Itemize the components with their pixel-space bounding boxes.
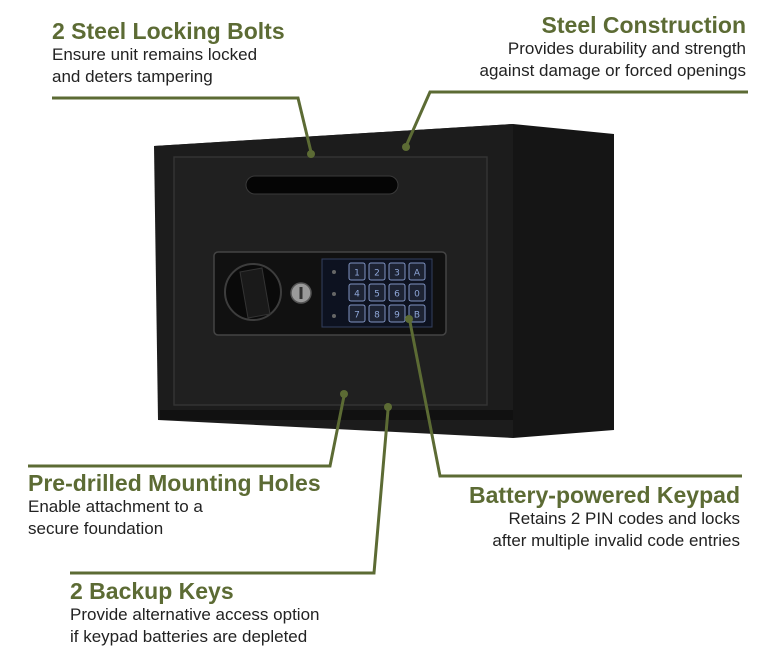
keypad-key[interactable] bbox=[368, 283, 386, 302]
leader-dot-keys bbox=[384, 403, 392, 411]
handle-grip bbox=[239, 267, 271, 319]
leader-bolts bbox=[52, 96, 313, 153]
keypad-key[interactable] bbox=[408, 304, 426, 323]
keypad-key[interactable] bbox=[368, 304, 386, 323]
keypad-key-label: A bbox=[414, 269, 421, 279]
callout-title: Steel Construction bbox=[541, 12, 746, 38]
leader-dot-holes bbox=[340, 390, 348, 398]
callout-text: against damage or forced openings bbox=[479, 61, 746, 80]
callout-backup-keys: 2 Backup Keys Provide alternative access… bbox=[70, 578, 319, 648]
leader-dot-bolts bbox=[307, 150, 315, 158]
key-lock-slot bbox=[299, 287, 303, 299]
leader-keypad bbox=[408, 321, 742, 478]
keypad-key[interactable] bbox=[388, 262, 406, 281]
callout-text: Provides durability and strength bbox=[507, 39, 746, 58]
safe-side-panel bbox=[487, 124, 614, 438]
indicator-light-1 bbox=[332, 270, 336, 274]
safe-base bbox=[160, 410, 513, 420]
keypad-key-label: 8 bbox=[374, 311, 380, 321]
callout-text: after multiple invalid code entries bbox=[492, 531, 740, 550]
indicator-light-3 bbox=[332, 314, 336, 318]
callout-battery-keypad: Battery-powered Keypad Retains 2 PIN cod… bbox=[469, 482, 740, 552]
keypad-key[interactable] bbox=[388, 283, 406, 302]
callout-text: Retains 2 PIN codes and locks bbox=[508, 509, 740, 528]
keypad-key-label: 7 bbox=[354, 311, 360, 321]
keypad-key[interactable] bbox=[388, 304, 406, 323]
callout-text: secure foundation bbox=[28, 519, 164, 538]
leader-lines bbox=[28, 90, 748, 575]
callout-title: 2 Backup Keys bbox=[70, 578, 234, 604]
leader-dot-keypad bbox=[405, 315, 413, 323]
deposit-slot bbox=[245, 175, 399, 195]
keypad-key-label: 0 bbox=[414, 290, 420, 300]
keypad-key[interactable] bbox=[408, 283, 426, 302]
leader-dot-steel bbox=[402, 143, 410, 151]
keypad-key-label: 9 bbox=[394, 311, 400, 321]
keypad-key[interactable] bbox=[348, 262, 366, 281]
indicator-light-2 bbox=[332, 292, 336, 296]
keypad-key[interactable] bbox=[408, 262, 426, 281]
callout-text: if keypad batteries are depleted bbox=[70, 627, 308, 646]
callout-title: 2 Steel Locking Bolts bbox=[52, 18, 285, 44]
callout-text: Ensure unit remains locked bbox=[52, 45, 258, 64]
callout-mounting-holes: Pre-drilled Mounting Holes Enable attach… bbox=[28, 470, 321, 540]
callout-title: Pre-drilled Mounting Holes bbox=[28, 470, 321, 496]
callout-title: Battery-powered Keypad bbox=[469, 482, 740, 508]
leader-holes bbox=[28, 395, 346, 468]
keypad-key-label: 2 bbox=[374, 269, 380, 279]
keypad-key[interactable] bbox=[348, 304, 366, 323]
keypad-key[interactable] bbox=[368, 262, 386, 281]
callout-text: and deters tampering bbox=[52, 67, 213, 86]
callout-text: Provide alternative access option bbox=[70, 605, 320, 624]
keypad-key-label: 4 bbox=[354, 290, 360, 300]
keypad-keys: 1 2 3 A 4 5 6 0 7 8 9 B bbox=[348, 262, 426, 323]
keypad-key-label: 5 bbox=[374, 290, 380, 300]
keypad-key[interactable] bbox=[348, 283, 366, 302]
keypad-key-label: B bbox=[414, 311, 420, 321]
leader-keys bbox=[70, 409, 390, 575]
callout-steel-construction: Steel Construction Provides durability a… bbox=[479, 12, 746, 82]
keypad-key-label: 1 bbox=[354, 269, 360, 279]
callout-locking-bolts: 2 Steel Locking Bolts Ensure unit remain… bbox=[52, 18, 285, 88]
leader-steel bbox=[405, 90, 748, 145]
callout-text: Enable attachment to a bbox=[28, 497, 203, 516]
keypad-key-label: 6 bbox=[394, 290, 400, 300]
keypad-key-label: 3 bbox=[394, 269, 400, 279]
safe: 1 2 3 A 4 5 6 0 7 8 9 B bbox=[154, 124, 614, 438]
